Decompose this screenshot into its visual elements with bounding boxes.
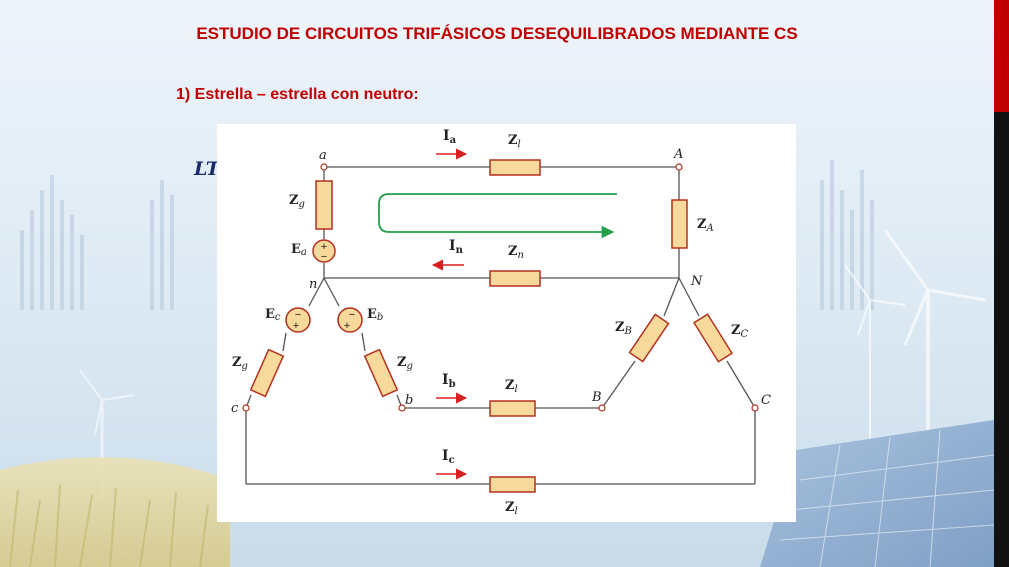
node-label-c: c — [231, 401, 239, 416]
label-zg-c: Zg — [232, 355, 248, 372]
terminal-c — [242, 404, 250, 412]
terminal-B — [598, 404, 606, 412]
resistor-zn — [489, 270, 541, 287]
terminals — [242, 163, 759, 412]
resistor-zg-a — [315, 180, 333, 230]
source-ec-minus: − — [295, 309, 301, 321]
node-label-A: A — [673, 147, 683, 162]
slide-subtitle: 1) Estrella – estrella con neutro: — [176, 86, 419, 103]
label-ec: Ec — [265, 307, 281, 323]
label-zl-c: Zl — [505, 500, 518, 517]
resistor-zl-b — [489, 400, 536, 417]
source-ec: − + — [285, 307, 311, 333]
node-label-a: a — [319, 148, 327, 163]
resistor-zl-a — [489, 159, 541, 176]
label-zl-b: Zl — [505, 378, 518, 395]
label-za: ZA — [697, 217, 714, 234]
current-label-ia: Ia — [443, 128, 457, 146]
wires — [245, 166, 756, 485]
label-zl-a: Zl — [508, 133, 521, 150]
label-zn: Zn — [508, 244, 524, 261]
label-zg-b: Zg — [397, 355, 413, 372]
node-label-b: b — [405, 393, 413, 408]
solar-panels — [760, 420, 994, 567]
slide-title: ESTUDIO DE CIRCUITOS TRIFÁSICOS DESEQUIL… — [196, 24, 798, 43]
label-ea: Ea — [291, 242, 307, 258]
resistor-zg-b — [363, 348, 399, 398]
source-eb-plus: + — [344, 320, 350, 332]
terminal-a — [320, 163, 328, 171]
label-zb: ZB — [615, 320, 632, 337]
resistor-zc — [692, 313, 734, 363]
source-eb: − + — [337, 307, 363, 333]
source-ea-plus: + — [321, 241, 327, 253]
right-edge-bar — [994, 0, 1009, 567]
kvl-loop-arrow — [378, 193, 617, 239]
resistor-za — [671, 199, 688, 249]
bar-chart-backdrop — [20, 160, 874, 310]
current-label-in: In — [449, 238, 464, 256]
terminal-A — [675, 163, 683, 171]
node-label-n: n — [309, 277, 317, 292]
right-edge-accent — [994, 0, 1009, 112]
node-label-C: C — [761, 393, 771, 408]
label-zg-a: Zg — [289, 193, 305, 210]
label-zc: ZC — [731, 323, 749, 340]
resistor-zb — [628, 313, 670, 363]
resistor-zg-c — [249, 348, 285, 398]
source-eb-minus: − — [349, 309, 355, 321]
node-label-B: B — [591, 390, 602, 405]
current-label-ic: Ic — [442, 448, 455, 466]
source-ec-plus: + — [293, 320, 299, 332]
circuit-diagram: + − − + − + Ia In — [217, 124, 796, 522]
terminal-C — [751, 404, 759, 412]
current-label-ib: Ib — [442, 372, 456, 390]
source-ea-minus: − — [321, 251, 327, 263]
resistor-zl-c — [489, 476, 536, 493]
terminal-b — [398, 404, 406, 412]
label-eb: Eb — [367, 307, 383, 323]
source-ea: + − — [312, 239, 336, 263]
node-label-N: N — [690, 274, 703, 289]
